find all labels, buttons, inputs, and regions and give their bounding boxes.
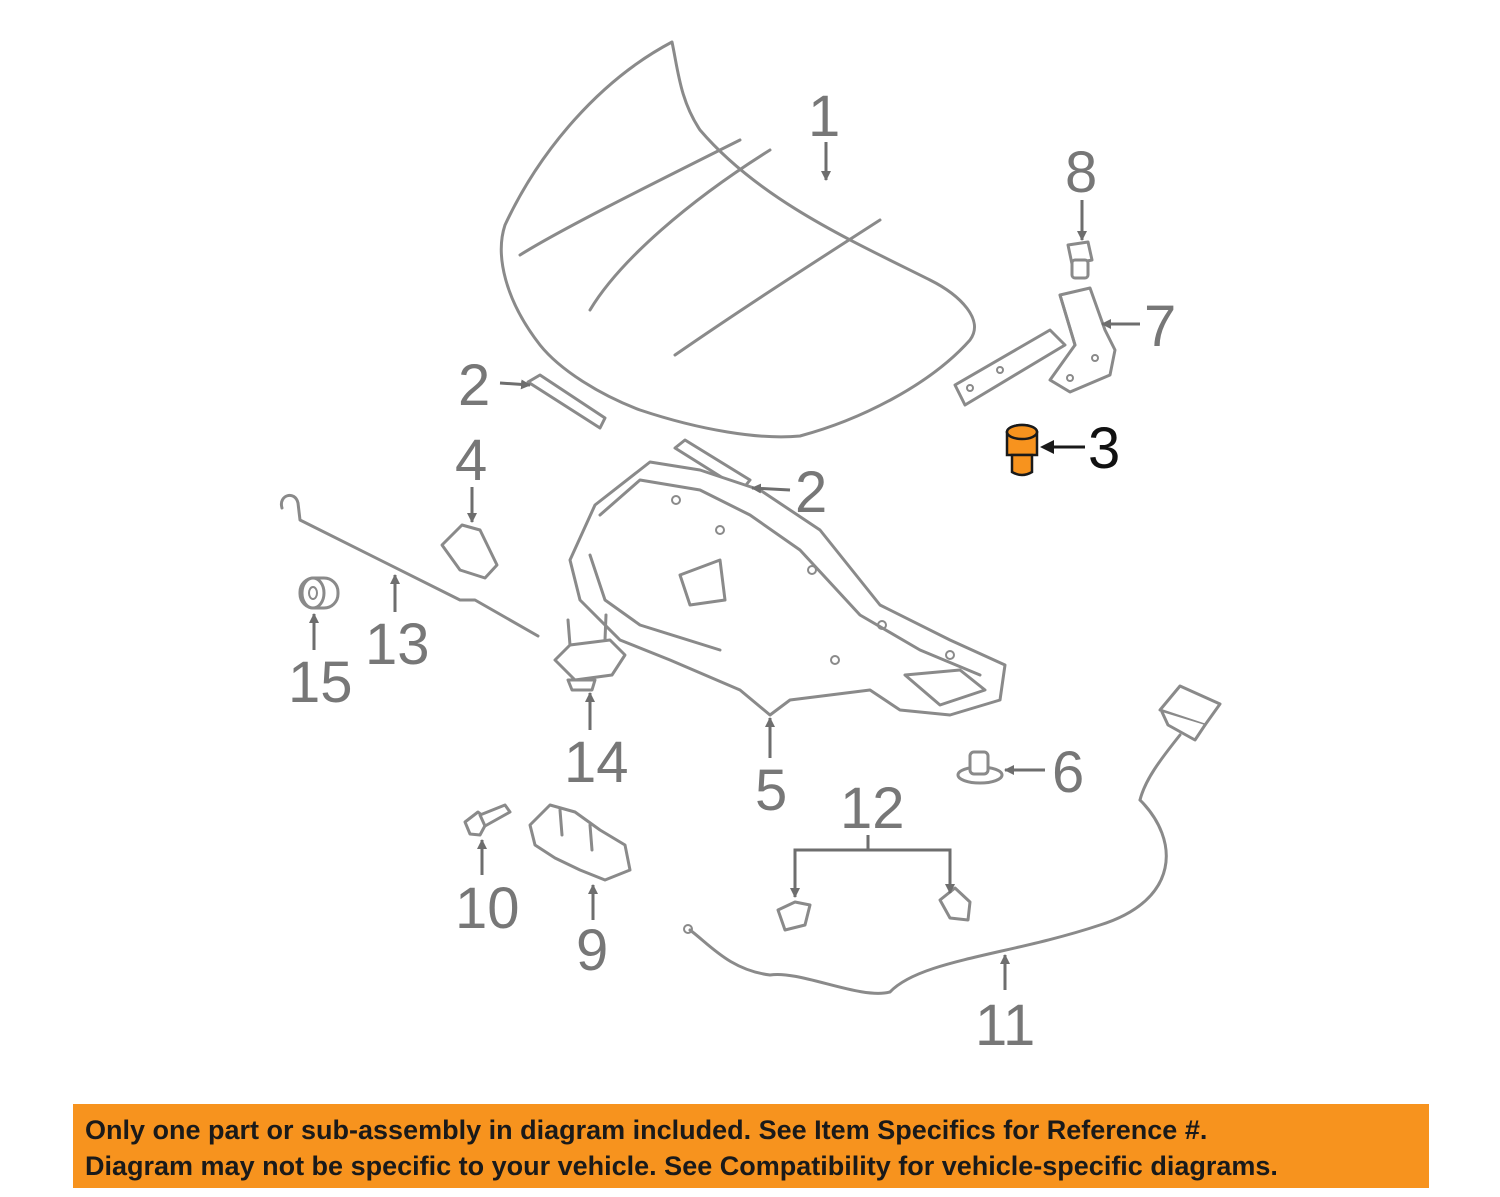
callout-11: 11	[975, 993, 1035, 1058]
callout-13: 13	[365, 612, 430, 677]
cable-clip-right	[938, 886, 972, 922]
hood-latch	[553, 613, 627, 692]
callout-15: 15	[288, 650, 353, 715]
seal-strip-upper	[526, 373, 607, 430]
release-bracket	[528, 803, 632, 882]
leader-part-3	[1040, 440, 1085, 454]
disclaimer-line-1: Only one part or sub-assembly in diagram…	[85, 1115, 1208, 1145]
callout-2-lower: 2	[795, 460, 827, 525]
callout-10: 10	[455, 876, 520, 941]
callout-12: 12	[840, 776, 905, 841]
parts-diagram: 1 2 2 3 4 5 6 7 8 9 10 11 12 13 14 15	[279, 40, 1222, 1058]
callout-14: 14	[564, 730, 629, 795]
latch-bolt	[463, 803, 512, 837]
hood-panel	[499, 40, 976, 439]
callout-5: 5	[755, 758, 787, 823]
disclaimer-banner: Only one part or sub-assembly in diagram…	[73, 1104, 1429, 1188]
hood-bumper-highlighted	[1005, 423, 1039, 477]
leader-lines	[309, 142, 1140, 990]
callout-9: 9	[576, 918, 608, 983]
release-cable	[683, 684, 1222, 995]
cable-clip-left	[776, 900, 812, 932]
latch-clip	[440, 523, 499, 580]
callout-1: 1	[808, 84, 840, 149]
callout-7: 7	[1144, 294, 1176, 359]
prop-rod	[279, 493, 540, 638]
hood-insulator	[568, 460, 1007, 717]
callout-6: 6	[1052, 740, 1084, 805]
callout-4: 4	[455, 428, 487, 493]
callout-3: 3	[1088, 416, 1120, 481]
callout-8: 8	[1065, 140, 1097, 205]
insulator-pin	[956, 750, 1004, 785]
hood-hinge	[953, 286, 1117, 407]
hinge-bolt	[1066, 240, 1094, 280]
prop-rod-grommet	[298, 576, 340, 610]
disclaimer-line-2: Diagram may not be specific to your vehi…	[85, 1151, 1278, 1181]
callout-2-upper: 2	[458, 353, 490, 418]
